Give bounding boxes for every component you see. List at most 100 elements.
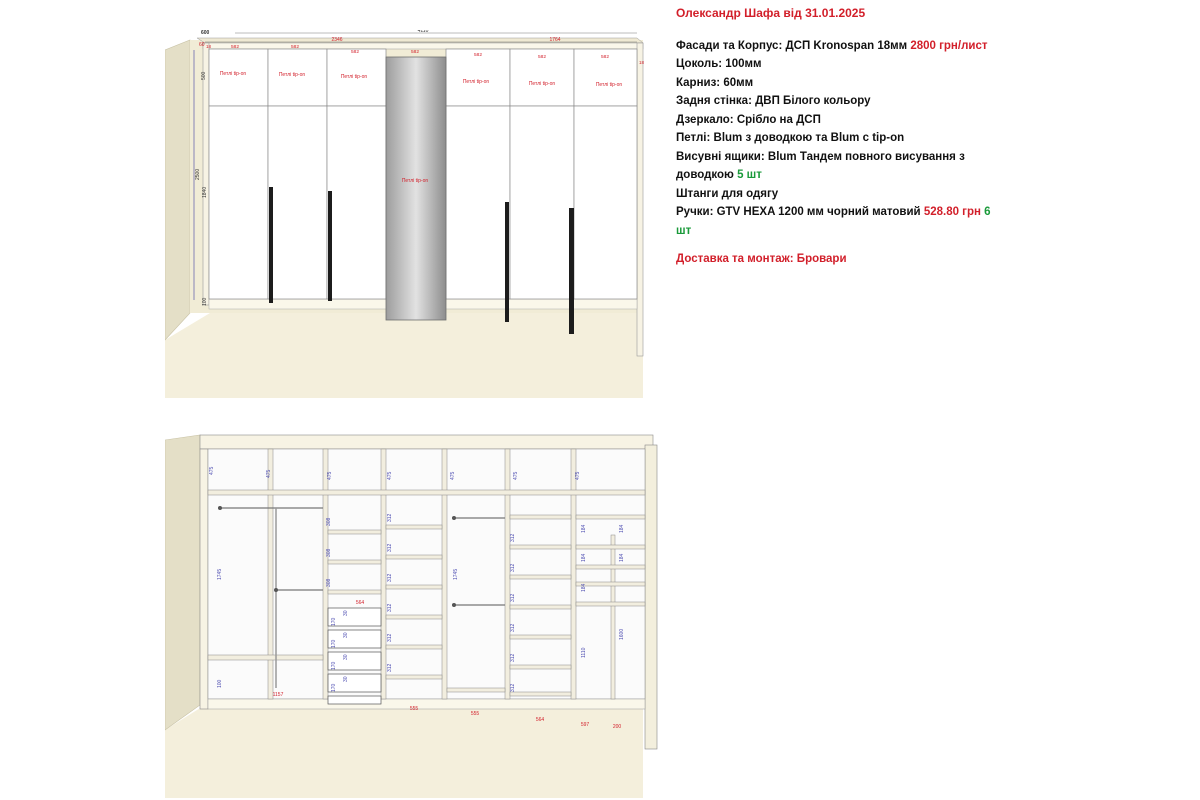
label-small-shelf: 184: [581, 553, 587, 562]
dim-total-height: 2500: [195, 169, 201, 180]
tip-on-label: Петлі tip-on: [341, 74, 368, 80]
label-drawer-height: 170: [331, 639, 337, 648]
spec-delivery: Доставка та монтаж: Бровари: [676, 253, 847, 265]
drawer: [327, 607, 382, 627]
label-top-compartment: 475: [450, 471, 456, 480]
spec-rails: Штанги для одягу: [676, 187, 779, 200]
label-shelf: 312: [510, 683, 516, 692]
label-drawer-height: 170: [331, 617, 337, 626]
drawer: [327, 651, 382, 671]
label-width: 555: [410, 706, 419, 712]
spec-mirror: Дзеркало: Срібло на ДСП: [676, 113, 821, 126]
interior-view-drawing: 475 475 475 475 475 475 475 1745 1745 10…: [165, 434, 658, 798]
label-top-compartment: 475: [327, 471, 333, 480]
label-shelf: 312: [387, 543, 393, 552]
label-small-shelf: 184: [581, 583, 587, 592]
label-width-left: 1157: [273, 692, 284, 698]
label-width: 200: [613, 724, 622, 730]
spec-facades: Фасади та Корпус: ДСП Kronospan 18мм 280…: [676, 37, 1006, 56]
drawer: [327, 673, 382, 693]
label-top-compartment: 475: [266, 469, 272, 478]
spec-title: Олександр Шафа від 31.01.2025: [676, 6, 866, 20]
dim-door-5: 582: [474, 52, 482, 58]
label-drawer-gap: 30: [343, 610, 349, 616]
spec-plinth: Цоколь: 100мм: [676, 58, 762, 70]
drawer: [327, 695, 382, 705]
tip-on-label: Петлі tip-on: [529, 81, 556, 87]
tip-on-label: Петлі tip-on: [220, 71, 247, 77]
label-shelf: 312: [387, 573, 393, 582]
label-shelf: 312: [510, 653, 516, 662]
label-small-shelf: 184: [581, 524, 587, 533]
spec-drawers-text: Висувні ящики: Blum Тандем повного висув…: [676, 150, 965, 182]
label-shelf: 312: [510, 563, 516, 572]
label-drawer-height: 170: [331, 661, 337, 670]
label-top-compartment: 475: [575, 471, 581, 480]
spec-drawers: Висувні ящики: Blum Тандем повного висув…: [676, 148, 1006, 185]
spec-handles-price: 528.80 грн: [923, 206, 981, 218]
label-top-compartment: 475: [513, 471, 519, 480]
dim-edge-left: 18: [206, 44, 212, 49]
label-width: 597: [581, 722, 590, 728]
label-bottom-left: 100: [217, 679, 223, 688]
tip-on-label: Петлі tip-on: [279, 72, 306, 78]
label-right-long: 1600: [619, 629, 625, 640]
label-drawers-width: 564: [356, 600, 365, 606]
dim-door-4: 582: [411, 49, 419, 55]
dim-right-width: 1764: [549, 37, 560, 43]
dim-door-2: 582: [291, 44, 299, 50]
label-shelf: 308: [326, 517, 332, 526]
dim-door-7: 582: [601, 54, 609, 60]
label-shelf: 308: [326, 578, 332, 587]
spec-cornice: Карниз: 60мм: [676, 76, 754, 89]
spec-back-wall: Задня стінка: ДВП Білого кольору: [676, 95, 871, 107]
label-width: 555: [471, 711, 480, 717]
spec-drawers-count: 5 шт: [737, 169, 762, 181]
label-right-mid: 1110: [581, 647, 587, 658]
label-drawer-gap: 30: [343, 654, 349, 660]
label-shelf: 312: [387, 513, 393, 522]
label-shelf: 312: [510, 533, 516, 542]
dim-top-height: 500: [201, 71, 207, 80]
spec-hinges: Петлі: Blum з доводкою та Blum с tip-on: [676, 132, 905, 144]
dim-depth: 600: [201, 30, 210, 36]
label-shelf: 312: [387, 663, 393, 672]
dim-door-3: 582: [351, 49, 359, 55]
label-drawer-height: 170: [331, 683, 337, 692]
spec-handles-count: 6 шт: [676, 206, 991, 237]
label-top-compartment: 475: [209, 466, 215, 475]
dim-left-width: 2346: [331, 37, 342, 43]
handle: [505, 202, 509, 322]
front-view-drawing: 4110 600 2346 1764 60 18 18 582 582 582 …: [165, 30, 645, 398]
mirror-door: [385, 56, 447, 321]
drawer: [327, 629, 382, 649]
dim-door-1: 582: [231, 44, 239, 50]
dim-total-width: 4110: [418, 30, 429, 34]
label-width: 564: [536, 717, 545, 723]
label-rail-height-right: 1745: [453, 569, 459, 580]
label-shelf: 312: [387, 633, 393, 642]
label-rail-height-left: 1745: [217, 569, 223, 580]
handle: [269, 187, 273, 303]
label-shelf: 308: [326, 548, 332, 557]
dim-door-height: 1840: [202, 187, 208, 198]
label-drawer-gap: 30: [343, 632, 349, 638]
mirror-tip-on-label: Петлі tip-on: [402, 178, 429, 184]
label-top-compartment: 475: [387, 471, 393, 480]
label-small-shelf: 184: [619, 553, 625, 562]
label-shelf: 312: [510, 623, 516, 632]
spec-facades-price: 2800 грн/лист: [910, 39, 988, 52]
label-small-shelf: 184: [619, 524, 625, 533]
spec-handles-text: Ручки: GTV HEXA 1200 мм чорний матовий: [676, 206, 921, 218]
handle: [328, 191, 332, 301]
dim-edge-right: 18: [639, 60, 645, 65]
handle: [569, 208, 574, 334]
dim-plinth: 100: [202, 297, 208, 306]
tip-on-label: Петлі tip-on: [596, 82, 623, 88]
dim-cornice: 60: [199, 42, 205, 48]
spec-facades-text: Фасади та Корпус: ДСП Kronospan 18мм: [676, 39, 908, 52]
label-drawer-gap: 30: [343, 676, 349, 682]
spec-handles: Ручки: GTV HEXA 1200 мм чорний матовий 5…: [676, 203, 1006, 240]
label-shelf: 312: [387, 603, 393, 612]
tip-on-label: Петлі tip-on: [463, 79, 490, 85]
